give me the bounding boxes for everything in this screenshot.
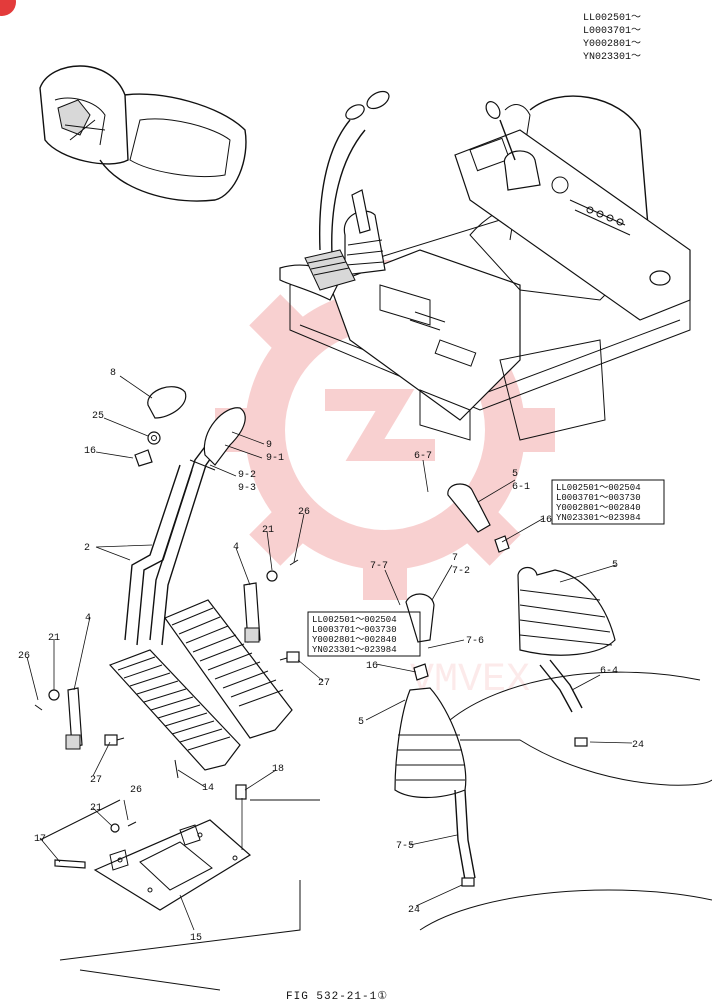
svg-text:21: 21 bbox=[262, 525, 274, 536]
svg-text:26: 26 bbox=[18, 651, 30, 662]
svg-text:9-2: 9-2 bbox=[238, 470, 256, 481]
boot-part-5-lower bbox=[394, 687, 467, 799]
svg-text:YN023301～: YN023301～ bbox=[583, 52, 641, 63]
pin-26-c bbox=[127, 821, 137, 827]
pin-26-a bbox=[289, 559, 299, 566]
svg-text:21: 21 bbox=[48, 633, 60, 644]
svg-text:L0003701～003730: L0003701～003730 bbox=[556, 493, 641, 503]
svg-text:Y0002801～: Y0002801～ bbox=[583, 39, 641, 50]
svg-text:L0003701～003730: L0003701～003730 bbox=[312, 625, 397, 635]
svg-text:6-4: 6-4 bbox=[600, 666, 618, 677]
svg-text:2: 2 bbox=[84, 543, 90, 554]
leader-lines bbox=[26, 375, 633, 931]
figure-caption: FIG 532-21-1① bbox=[286, 990, 388, 1000]
bolt-27-a bbox=[279, 651, 300, 663]
svg-text:24: 24 bbox=[408, 905, 420, 916]
bolt-27-b bbox=[104, 734, 125, 746]
svg-text:7-5: 7-5 bbox=[396, 841, 414, 852]
svg-text:7: 7 bbox=[452, 553, 458, 564]
svg-text:26: 26 bbox=[130, 785, 142, 796]
svg-text:YN023301～023984: YN023301～023984 bbox=[312, 645, 397, 655]
svg-text:6-7: 6-7 bbox=[414, 451, 432, 462]
svg-text:26: 26 bbox=[298, 507, 310, 518]
corner-badge bbox=[0, 0, 16, 16]
svg-text:Y0002801～002840: Y0002801～002840 bbox=[556, 503, 641, 513]
svg-text:YN023301～023984: YN023301～023984 bbox=[556, 513, 641, 523]
svg-text:5: 5 bbox=[512, 469, 518, 480]
svg-text:4: 4 bbox=[85, 613, 91, 624]
cap-16-c bbox=[413, 663, 429, 681]
lever-part-7-5 bbox=[454, 789, 476, 887]
travel-lever-part-2 bbox=[124, 407, 246, 646]
svg-text:24: 24 bbox=[632, 740, 644, 751]
svg-text:Y0002801～002840: Y0002801～002840 bbox=[312, 635, 397, 645]
travel-pedal-right bbox=[164, 599, 293, 739]
svg-text:16: 16 bbox=[540, 515, 552, 526]
svg-text:9-1: 9-1 bbox=[266, 453, 284, 464]
console-assembly bbox=[279, 90, 691, 441]
bolt-17 bbox=[54, 859, 86, 869]
svg-text:15: 15 bbox=[190, 933, 202, 944]
svg-text:LL002501～002504: LL002501～002504 bbox=[312, 615, 397, 625]
pin-26-b bbox=[34, 704, 43, 711]
nut-21-b bbox=[48, 689, 60, 701]
boot-part-5-upper bbox=[517, 566, 616, 656]
nut-25 bbox=[147, 431, 161, 445]
lever-part-6-4 bbox=[539, 659, 588, 747]
svg-text:8: 8 bbox=[110, 368, 116, 379]
svg-text:21: 21 bbox=[90, 803, 102, 814]
svg-text:17: 17 bbox=[34, 834, 46, 845]
svg-text:7-6: 7-6 bbox=[466, 636, 484, 647]
svg-text:16: 16 bbox=[366, 661, 378, 672]
svg-text:14: 14 bbox=[202, 783, 214, 794]
knob-part-8 bbox=[147, 386, 187, 419]
svg-text:4: 4 bbox=[233, 542, 239, 553]
svg-text:27: 27 bbox=[318, 678, 330, 689]
svg-text:18: 18 bbox=[272, 764, 284, 775]
svg-text:7-2: 7-2 bbox=[452, 566, 470, 577]
svg-text:5: 5 bbox=[612, 560, 618, 571]
nut-21-a bbox=[266, 570, 278, 582]
svg-text:25: 25 bbox=[92, 411, 104, 422]
serial-box-a: LL002501～002504 L0003701～003730 Y0002801… bbox=[551, 479, 665, 525]
serial-header: LL002501～ L0003701～ Y0002801～ YN023301～ bbox=[583, 13, 641, 63]
floor-outline-left bbox=[39, 799, 320, 991]
svg-text:9-3: 9-3 bbox=[238, 483, 256, 494]
bolt-18 bbox=[235, 784, 247, 800]
cap-16 bbox=[134, 449, 153, 467]
nut-21-c bbox=[110, 823, 120, 833]
floor-outline-right bbox=[419, 671, 712, 931]
travel-pedal-left bbox=[108, 649, 241, 771]
svg-text:9: 9 bbox=[266, 440, 272, 451]
serial-box-b: LL002501～002504 L0003701～003730 Y0002801… bbox=[307, 611, 421, 657]
damper-part-4-left bbox=[65, 687, 83, 750]
svg-text:L0003701～: L0003701～ bbox=[583, 26, 641, 37]
svg-text:6-1: 6-1 bbox=[512, 482, 530, 493]
svg-text:LL002501～002504: LL002501～002504 bbox=[556, 483, 641, 493]
svg-text:LL002501～: LL002501～ bbox=[583, 13, 641, 24]
callout-labels: 8 25 16 9 9-1 9-2 9-3 6-7 5 6-1 16 5 2 4… bbox=[18, 368, 644, 944]
svg-text:7-7: 7-7 bbox=[370, 561, 388, 572]
svg-text:5: 5 bbox=[358, 717, 364, 728]
inset-cab-view bbox=[39, 65, 247, 202]
pin-14 bbox=[174, 759, 179, 779]
svg-text:27: 27 bbox=[90, 775, 102, 786]
knob-part-6 bbox=[447, 483, 491, 533]
mounting-plate-part-15 bbox=[93, 819, 252, 911]
damper-part-4-right bbox=[243, 582, 261, 643]
svg-text:16: 16 bbox=[84, 446, 96, 457]
